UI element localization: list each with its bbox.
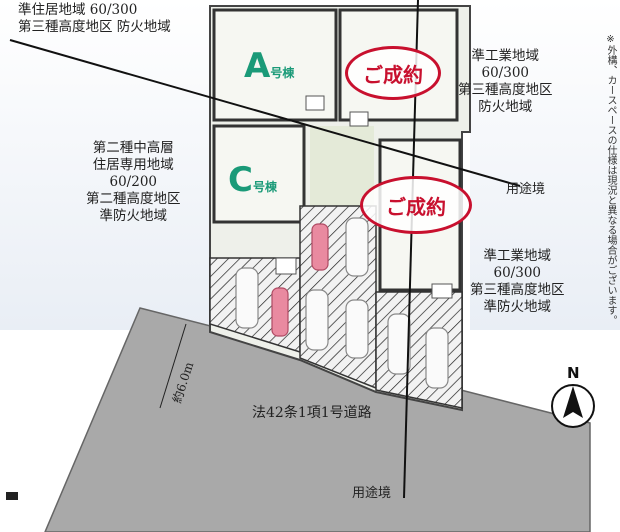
compact-car (311, 223, 329, 271)
lot-a-letter: A (244, 46, 271, 86)
zone-label-top-right: 準工業地域 60/300 第三種高度地区 防火地域 (458, 48, 553, 115)
background-left (0, 0, 210, 330)
equipment-box (349, 111, 369, 127)
boundary-label: 用途境 (506, 182, 546, 197)
road-label: 法42条1項1号道路 (252, 405, 372, 421)
car (235, 267, 259, 329)
compact-car (271, 287, 289, 337)
car (305, 289, 329, 351)
lot-c (212, 124, 306, 224)
lot-c-label: C号棟 (228, 160, 277, 200)
sold-stamp: ご成約 (360, 176, 472, 234)
garden-area (310, 126, 374, 206)
equipment-box (431, 283, 453, 299)
zone-label-top-left: 準住居地域 60/300 第三種高度地区 防火地域 (18, 2, 171, 35)
lot-a-suffix: 号棟 (270, 66, 295, 80)
corner-mark-icon (6, 492, 18, 500)
car (425, 327, 449, 389)
disclaimer-note: ※外構、カースペースの仕様は現況と異なる場合がございます。 (605, 34, 616, 325)
zoning-boundary-line (9, 39, 521, 187)
lot-a-label: A号棟 (244, 46, 294, 86)
car (387, 313, 411, 375)
lot-c-letter: C (228, 160, 253, 200)
sold-stamp: ご成約 (345, 46, 441, 100)
boundary-label: 用途境 (352, 486, 392, 501)
car (345, 299, 369, 359)
equipment-box (305, 95, 325, 111)
car (345, 217, 369, 277)
north-arrow-icon (563, 386, 583, 418)
equipment-box (275, 257, 297, 275)
zone-label-left: 第二種中高層 住居専用地域 60/200 第二種高度地区 準防火地域 (86, 140, 181, 224)
background-right (470, 0, 620, 330)
road-width-dimension (159, 323, 187, 409)
north-label: N (567, 364, 580, 382)
lot-c-suffix: 号棟 (252, 180, 277, 194)
zone-label-right: 準工業地域 60/300 第三種高度地区 準防火地域 (470, 248, 565, 315)
